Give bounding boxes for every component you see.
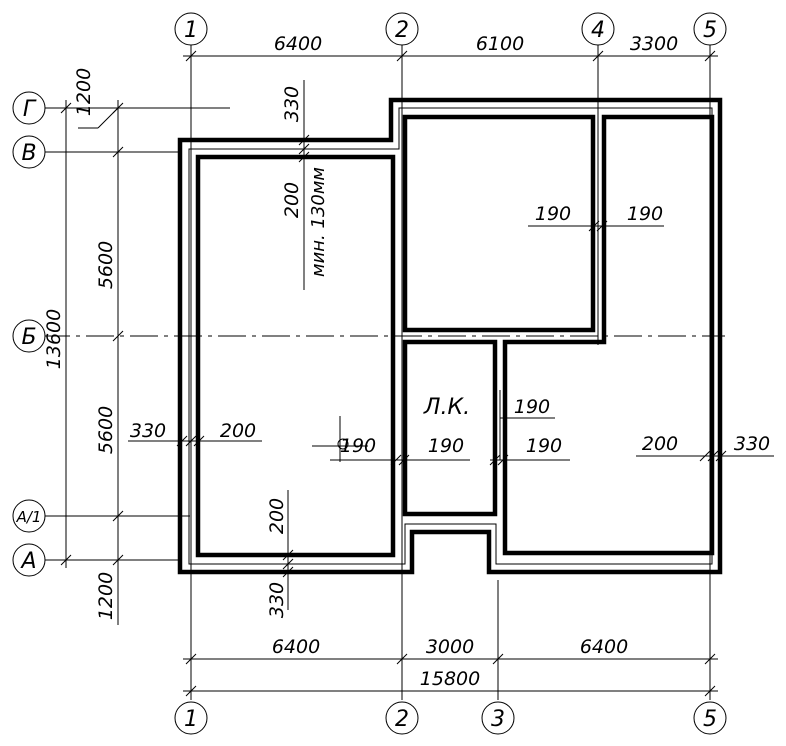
dim-left-1200-top: 1200: [73, 68, 95, 116]
left-dimension-chain: [60, 100, 124, 625]
axis-bottom-3: 3: [491, 707, 505, 732]
dim-wall-left-330: 330: [130, 420, 166, 442]
room-left: [195, 154, 396, 558]
room-lk: [402, 339, 498, 517]
axis-bubbles-left: [12, 91, 46, 577]
axis-left-a: А: [19, 549, 36, 574]
axis-left-g: Г: [23, 97, 37, 122]
dim-wall-center-190-a: 190: [340, 435, 376, 457]
dim-wall-tr-190-b: 190: [627, 203, 663, 225]
note-min-130: мин. 130мм: [308, 167, 329, 277]
axis-lines: [42, 45, 725, 700]
dim-wall-left-200: 200: [220, 420, 256, 442]
outer-wall: [177, 97, 723, 575]
dim-left-5600-lower: 5600: [95, 406, 117, 454]
axis-left-v: В: [21, 141, 36, 166]
dim-bottom-1: 6400: [272, 636, 320, 658]
dim-top-1: 6400: [274, 33, 322, 55]
dim-left-total: 13600: [43, 309, 65, 369]
dim-left-5600-upper: 5600: [95, 241, 117, 289]
room-top-middle: [402, 114, 596, 333]
dim-wall-bottom-200: 200: [266, 498, 288, 534]
dim-wall-top-200: 200: [281, 182, 303, 218]
axis-left-a1: А/1: [16, 508, 42, 526]
axis-bottom-1: 1: [184, 707, 198, 732]
dim-bottom-total: 15800: [420, 668, 480, 690]
dim-wall-bottom-330: 330: [266, 582, 288, 618]
axis-top-1: 1: [184, 18, 198, 43]
wall-callout-lines: [128, 80, 774, 610]
axis-top-2: 2: [395, 18, 409, 43]
dim-wall-tr-190-a: 190: [535, 203, 571, 225]
top-dimension-chain: [183, 50, 718, 62]
axis-left-b: Б: [21, 325, 36, 350]
room-label-lk: Л.К.: [423, 395, 470, 420]
dim-top-3: 3300: [630, 33, 678, 55]
axis-bubbles-bottom: [174, 701, 727, 735]
axis-top-5: 5: [703, 18, 717, 43]
bottom-dimension-chain: [183, 653, 718, 697]
outer-wall-inner-line: [188, 107, 713, 565]
axis-top-4: 4: [591, 18, 605, 43]
dim-bottom-2: 3000: [426, 636, 474, 658]
dim-wall-right-330: 330: [734, 433, 770, 455]
axis-bubbles-top: [174, 12, 727, 46]
dim-wall-top-330: 330: [281, 86, 303, 122]
dim-wall-lk-190-right: 190: [526, 435, 562, 457]
axis-bottom-5: 5: [703, 707, 717, 732]
dim-top-2: 6100: [476, 33, 524, 55]
dim-wall-right-200: 200: [642, 433, 678, 455]
center-mark: [337, 438, 349, 450]
axis-bottom-2: 2: [395, 707, 409, 732]
room-right: [502, 114, 715, 556]
dim-wall-lk-190-top: 190: [514, 396, 550, 418]
dim-left-1200-bottom: 1200: [95, 572, 117, 620]
walls: [177, 97, 723, 575]
dim-wall-center-190-b: 190: [428, 435, 464, 457]
dim-bottom-3: 6400: [580, 636, 628, 658]
